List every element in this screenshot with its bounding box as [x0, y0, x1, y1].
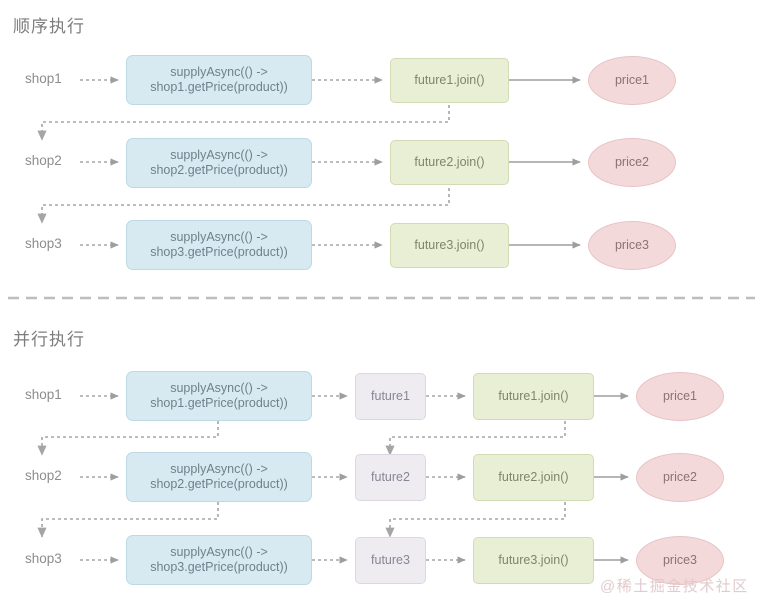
node-join-future2-parallel[interactable]: future2.join() [473, 454, 594, 501]
node-join-future1-sequential[interactable]: future1.join() [390, 58, 509, 103]
label-shop3-parallel: shop3 [25, 551, 62, 566]
node-task-shop3-parallel[interactable]: supplyAsync(() -> shop3.getPrice(product… [126, 535, 312, 585]
node-join-future3-parallel[interactable]: future3.join() [473, 537, 594, 584]
feedback-join1-to-future2-par [385, 421, 566, 456]
node-join-future2-sequential[interactable]: future2.join() [390, 140, 509, 185]
node-result-price1-sequential[interactable]: price1 [588, 56, 676, 105]
label-shop1-sequential: shop1 [25, 71, 62, 86]
feedback-join1-to-shop2-seq [37, 105, 450, 141]
node-task-shop2-sequential[interactable]: supplyAsync(() -> shop2.getPrice(product… [126, 138, 312, 188]
label-shop2-sequential: shop2 [25, 153, 62, 168]
node-join-future3-sequential[interactable]: future3.join() [390, 223, 509, 268]
node-result-price1-parallel[interactable]: price1 [636, 372, 724, 421]
section-title-parallel: 并行执行 [13, 330, 85, 349]
feedback-join2-to-future3-par [385, 502, 566, 538]
node-result-price2-parallel[interactable]: price2 [636, 453, 724, 502]
node-result-price3-parallel[interactable]: price3 [636, 536, 724, 585]
node-task-shop3-sequential[interactable]: supplyAsync(() -> shop3.getPrice(product… [126, 220, 312, 270]
label-shop3-sequential: shop3 [25, 236, 62, 251]
node-future2-parallel[interactable]: future2 [355, 454, 426, 501]
node-future1-parallel[interactable]: future1 [355, 373, 426, 420]
node-result-price3-sequential[interactable]: price3 [588, 221, 676, 270]
feedback-join2-to-shop3-seq [37, 188, 450, 224]
node-task-shop1-parallel[interactable]: supplyAsync(() -> shop1.getPrice(product… [126, 371, 312, 421]
node-join-future1-parallel[interactable]: future1.join() [473, 373, 594, 420]
feedback-task2-to-shop3-par [37, 502, 219, 538]
label-shop2-parallel: shop2 [25, 468, 62, 483]
node-future3-parallel[interactable]: future3 [355, 537, 426, 584]
section-title-sequential: 顺序执行 [13, 17, 85, 36]
node-task-shop1-sequential[interactable]: supplyAsync(() -> shop1.getPrice(product… [126, 55, 312, 105]
node-result-price2-sequential[interactable]: price2 [588, 138, 676, 187]
node-task-shop2-parallel[interactable]: supplyAsync(() -> shop2.getPrice(product… [126, 452, 312, 502]
label-shop1-parallel: shop1 [25, 387, 62, 402]
watermark: @稀土掘金技术社区 [600, 578, 749, 595]
feedback-task1-to-shop2-par [37, 421, 219, 456]
